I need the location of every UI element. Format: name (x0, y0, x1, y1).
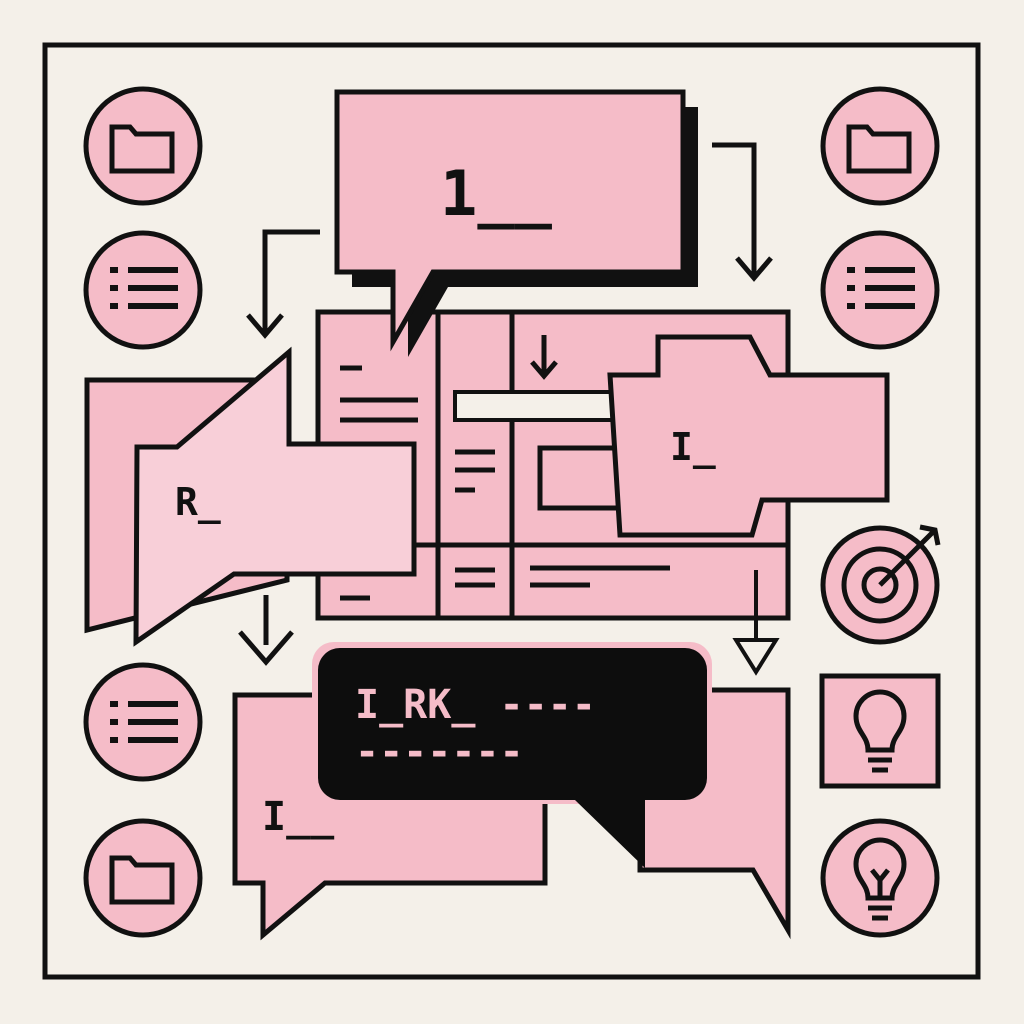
left-folder-icon-top (83, 86, 203, 206)
right-folder-bubble: I_ (607, 334, 890, 538)
arrow-top-right (712, 142, 773, 282)
arrows (238, 142, 780, 676)
left-list-icon-bottom (83, 662, 203, 782)
right-lightbulb-icon-circle (820, 818, 940, 938)
right-target-icon (820, 524, 941, 645)
top-speech-bubble: 1__ (334, 89, 698, 357)
top-bubble-text: 1__ (440, 157, 553, 230)
arrow-left-down (238, 595, 294, 666)
arrow-center (530, 335, 558, 380)
terminal-speech-bubble: I_RK_ ---- ------- (312, 642, 712, 868)
right-bubble-text: I_ (670, 425, 716, 469)
arrow-right-down (732, 570, 780, 676)
right-list-icon (820, 230, 940, 350)
frame-border (42, 42, 981, 980)
terminal-line-2: ------- (355, 729, 524, 775)
left-bubble-text: R_ (175, 480, 221, 524)
left-speech-bubble: R_ (133, 346, 417, 647)
left-list-icon-top (83, 230, 203, 350)
arrow-top-left (246, 229, 320, 339)
left-folder-icon-bottom (83, 818, 203, 938)
right-folder-icon (820, 86, 940, 206)
bottom-left-bubble-text: I__ (262, 794, 335, 840)
terminal-line-1: I_RK_ ---- (355, 682, 596, 728)
right-lightbulb-icon-square (819, 673, 941, 789)
